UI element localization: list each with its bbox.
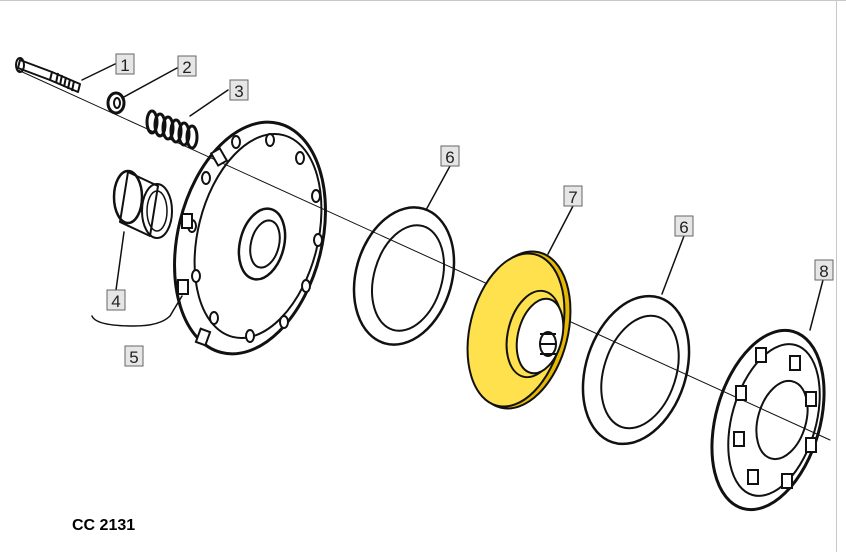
callout-4: 4 — [106, 289, 126, 311]
rotor-spline — [539, 331, 557, 357]
part-bushing — [112, 169, 173, 239]
part-gasket-left — [352, 206, 456, 346]
callout-6-right: 6 — [674, 215, 694, 237]
callout-8: 8 — [814, 259, 834, 281]
callout-6-right-text: 6 — [679, 218, 688, 237]
callout-5: 5 — [124, 345, 144, 367]
frame-right-edge — [836, 0, 837, 552]
callout-8-text: 8 — [819, 262, 828, 281]
part-spring — [145, 109, 199, 150]
assembly-axis — [17, 69, 831, 441]
callout-4-text: 4 — [111, 292, 120, 311]
part-bolt — [15, 57, 81, 93]
callout-7: 7 — [563, 185, 583, 207]
callout-2-text: 2 — [182, 58, 191, 77]
callout-6-left: 6 — [440, 145, 460, 167]
frame-top-edge — [0, 0, 846, 1]
callout-7-text: 7 — [568, 188, 577, 207]
part-rotor-highlighted — [466, 250, 572, 410]
leader-lines — [81, 63, 824, 331]
housing-bolt-holes — [187, 133, 323, 343]
part-washer — [106, 91, 126, 115]
part-gasket-right — [581, 294, 691, 446]
callout-1: 1 — [115, 53, 135, 75]
callout-6-left-text: 6 — [445, 148, 454, 167]
part-gear-plate — [710, 328, 826, 512]
callout-3: 3 — [229, 79, 249, 101]
callout-3-text: 3 — [234, 82, 243, 101]
callout-1-text: 1 — [120, 56, 129, 75]
gear-plate-teeth — [733, 347, 817, 489]
callout-2: 2 — [177, 55, 197, 77]
figure-code: CC 2131 — [72, 517, 135, 534]
part-housing — [173, 120, 327, 356]
callout-5-text: 5 — [129, 348, 138, 367]
